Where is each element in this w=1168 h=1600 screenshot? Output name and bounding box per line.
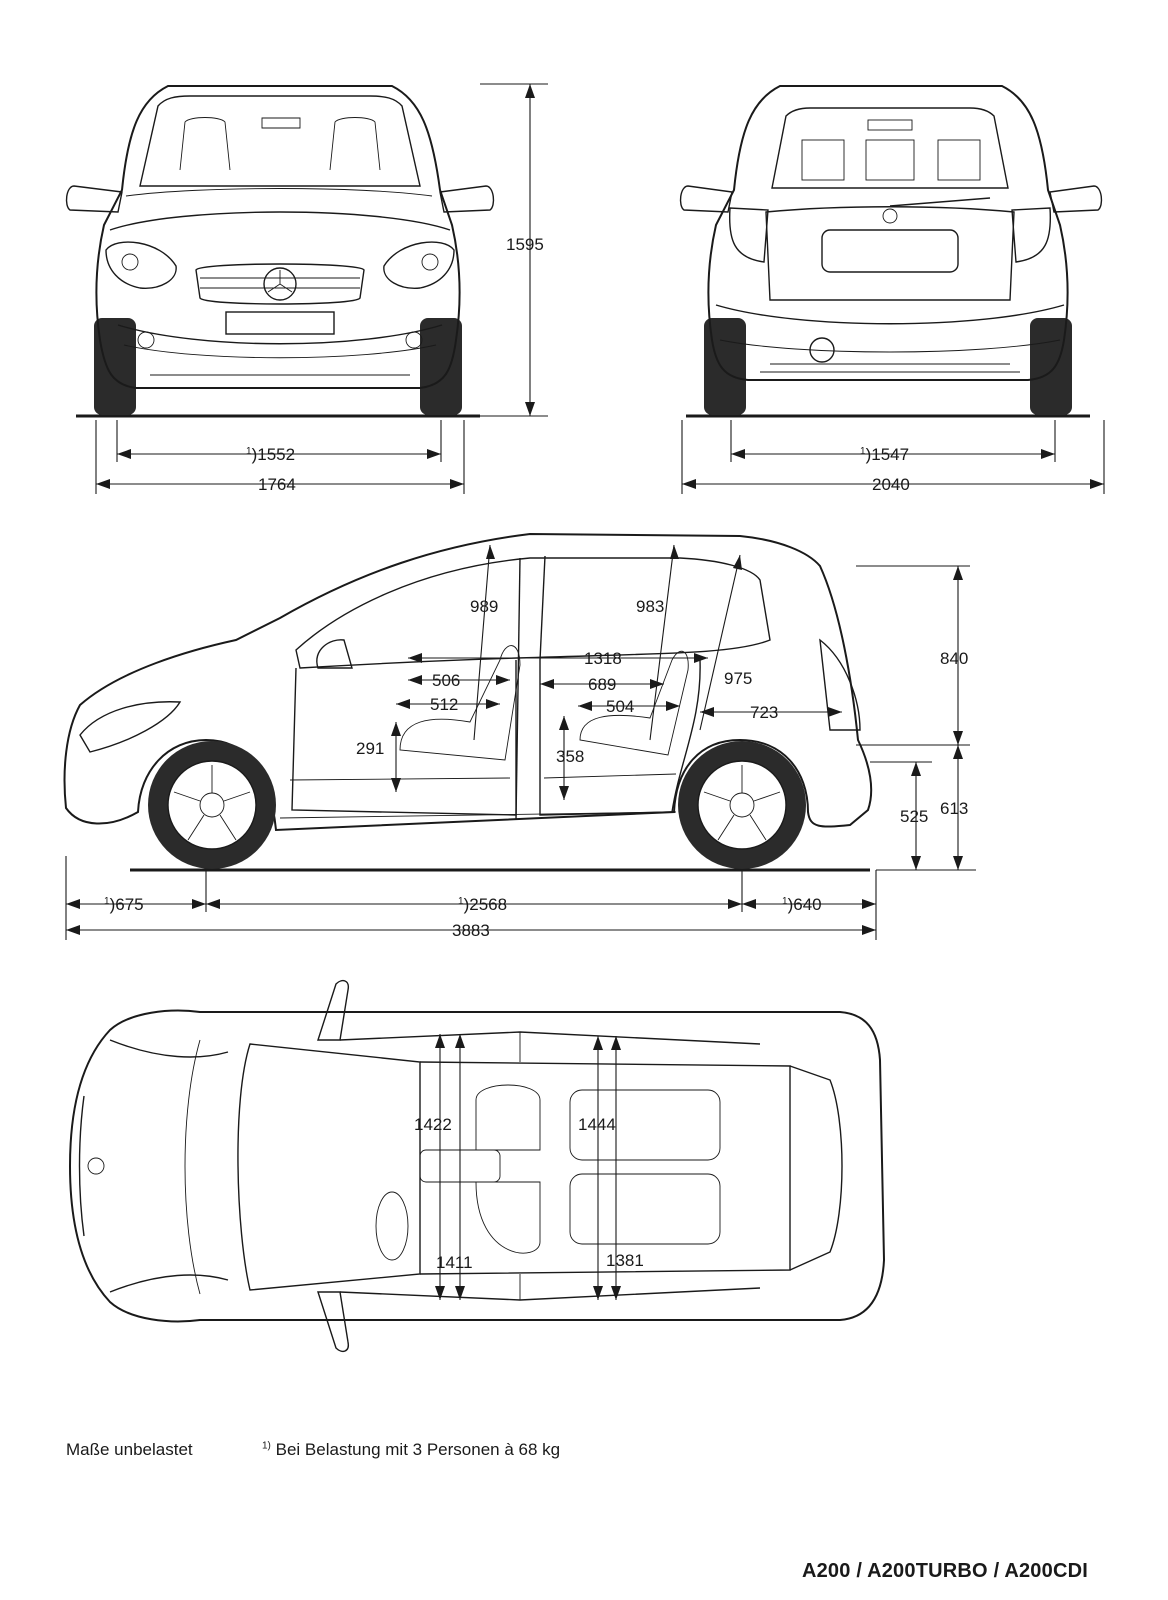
front-seat-height-label: 291 [356, 739, 384, 758]
laden-footnote: 1) Bei Belastung mit 3 Personen à 68 kg [262, 1440, 560, 1460]
rear-view-dimensions: 1)1547 2040 [681, 420, 1105, 494]
interior-length-label: 1318 [584, 649, 622, 668]
front-width-label: 1764 [258, 475, 296, 494]
front-headroom-label: 989 [470, 597, 498, 616]
side-view-dimensions: 989 983 975 1318 506 689 512 504 [65, 544, 976, 940]
cargo-length-label: 723 [750, 703, 778, 722]
top-view [68, 979, 886, 1353]
rear-overhang-label: 640 [793, 895, 821, 914]
cargo-height-label: 975 [724, 669, 752, 688]
svg-text:1)2568: 1)2568 [458, 895, 507, 914]
rear-width-label: 2040 [872, 475, 910, 494]
front-cushion-label: 512 [430, 695, 458, 714]
unladen-note: Maße unbelastet [66, 1440, 193, 1459]
front-view-dimensions: 1595 1)1552 1764 [95, 83, 548, 494]
svg-text:1)675: 1)675 [104, 895, 144, 914]
wheelbase-label: 2568 [469, 895, 507, 914]
rear-legroom-label: 689 [588, 675, 616, 694]
svg-text:1)640: 1)640 [782, 895, 822, 914]
rear-view [679, 85, 1103, 418]
front-view [65, 85, 495, 418]
svg-text:1)1552: 1)1552 [246, 445, 295, 464]
front-overhang-label: 675 [115, 895, 143, 914]
front-seat-depth-label: 506 [432, 671, 460, 690]
side-view [63, 532, 873, 872]
model-title: A200 / A200TURBO / A200CDI [801, 1560, 1088, 1582]
footnote-text: Bei Belastung mit 3 Personen à 68 kg [275, 1440, 561, 1459]
overall-length-label: 3883 [452, 921, 490, 940]
footnote-marker: 1) [262, 1440, 271, 1452]
load-sill-label: 525 [900, 807, 928, 826]
front-height-label: 1595 [506, 235, 544, 254]
rear-track-label: 1547 [871, 445, 909, 464]
upper-height-label: 840 [940, 649, 968, 668]
front-shoulder-label: 1422 [414, 1115, 452, 1134]
rear-elbow-label: 1381 [606, 1251, 644, 1270]
rear-shoulder-label: 1444 [578, 1115, 616, 1134]
front-track-label: 1552 [257, 445, 295, 464]
svg-text:1)1547: 1)1547 [860, 445, 909, 464]
lower-height-label: 613 [940, 799, 968, 818]
rear-cushion-label: 504 [606, 697, 634, 716]
front-elbow-label: 1411 [436, 1253, 473, 1272]
top-view-dimensions: 1422 1411 1444 1381 [414, 1034, 644, 1300]
rear-headroom-label: 983 [636, 597, 664, 616]
rear-seat-height-label: 358 [556, 747, 584, 766]
